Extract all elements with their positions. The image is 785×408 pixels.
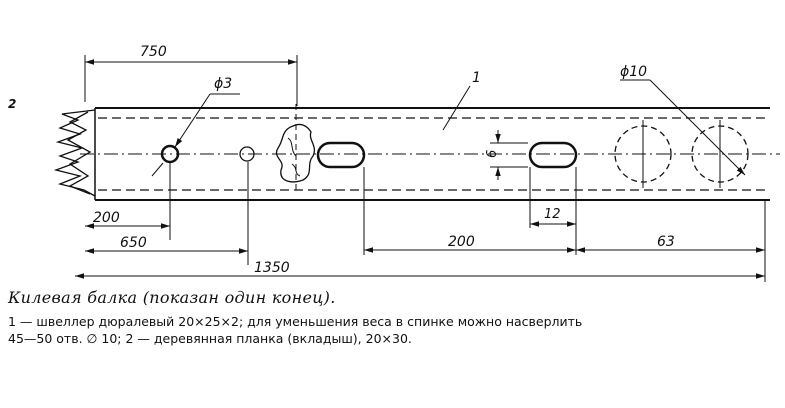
label-63: 63 bbox=[657, 234, 675, 250]
keel-beam-drawing: 750 ϕ3 1 ϕ10 2 6 200 12 650 200 63 1350 bbox=[8, 44, 780, 282]
label-6: 6 bbox=[485, 150, 500, 158]
dim-750 bbox=[84, 55, 298, 106]
label-750: 750 bbox=[140, 44, 167, 60]
caption-title: Килевая балка (показан один конец). bbox=[8, 288, 336, 307]
leader-phi3 bbox=[151, 93, 240, 177]
label-phi10: ϕ10 bbox=[620, 64, 647, 80]
label-part2: 2 bbox=[8, 97, 16, 111]
broken-section bbox=[275, 104, 316, 190]
leader-part1 bbox=[442, 85, 471, 131]
slot-2 bbox=[528, 141, 578, 169]
caption-line-2: 45—50 отв. ∅ 10; 2 — деревянная планка (… bbox=[8, 331, 412, 346]
wooden-insert bbox=[53, 109, 96, 197]
label-phi3: ϕ3 bbox=[214, 76, 232, 92]
label-650: 650 bbox=[120, 235, 147, 251]
label-1350: 1350 bbox=[254, 260, 290, 276]
label-200-mid: 200 bbox=[448, 234, 475, 250]
hole-phi3-2 bbox=[239, 146, 255, 162]
label-part1: 1 bbox=[472, 70, 481, 86]
label-200-left: 200 bbox=[93, 210, 120, 226]
slot-1 bbox=[316, 141, 366, 169]
dim-extension-lines bbox=[169, 142, 766, 282]
leader-phi10 bbox=[620, 79, 746, 176]
beam-outline bbox=[80, 107, 780, 201]
label-12: 12 bbox=[544, 207, 561, 222]
figure-caption: Килевая балка (показан один конец). 1 — … bbox=[8, 288, 778, 347]
hole-phi10-1 bbox=[614, 120, 672, 188]
caption-line-1: 1 — швеллер дюралевый 20×25×2; для умень… bbox=[8, 314, 583, 329]
hole-phi10-2 bbox=[691, 120, 749, 188]
